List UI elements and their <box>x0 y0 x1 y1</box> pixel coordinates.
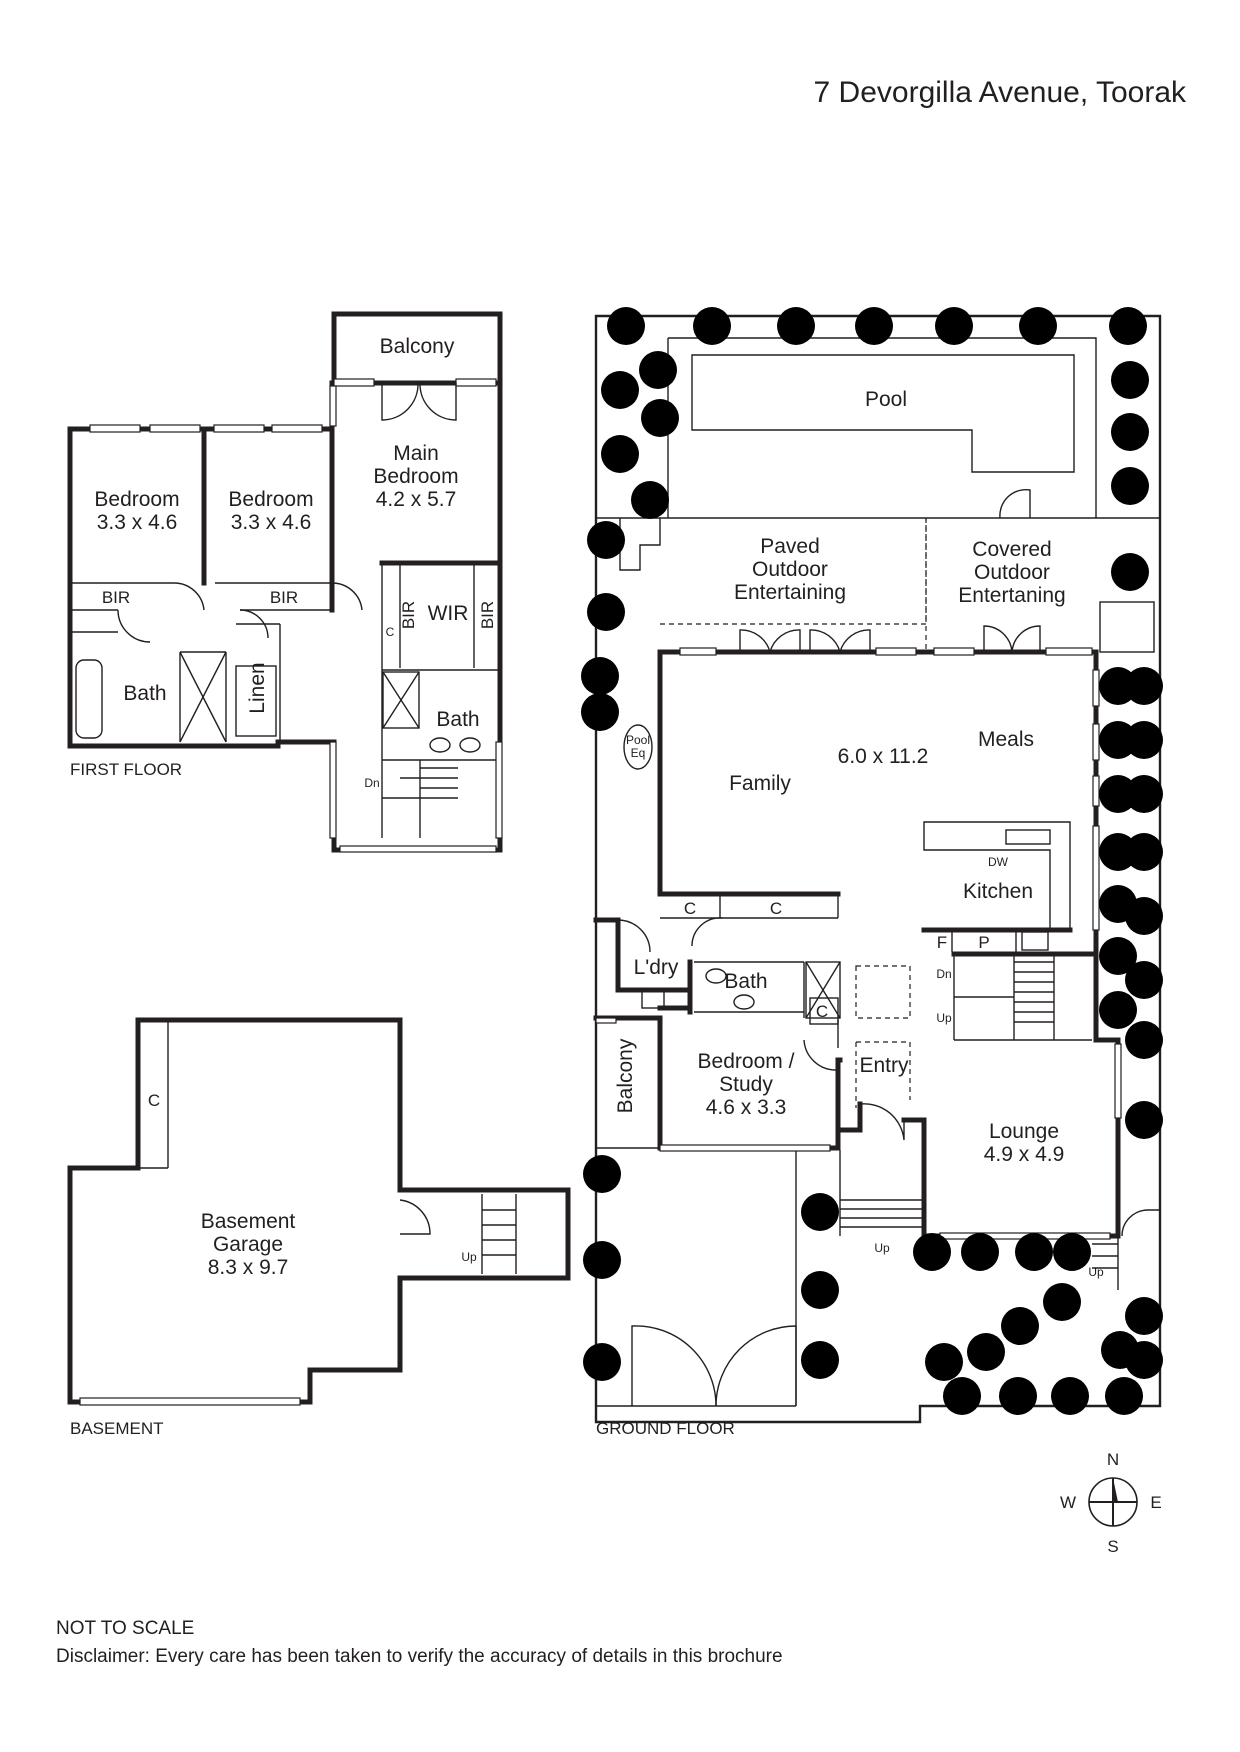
wir-bir-left-label: BIR <box>399 601 418 629</box>
property-address: 7 Devorgilla Avenue, Toorak <box>813 76 1186 109</box>
covered-outdoor-label: Covered <box>972 538 1051 561</box>
ground-stairs-dn-label: Dn <box>936 967 951 981</box>
paved-outdoor-label: Paved <box>760 535 820 558</box>
pool-eq-label: Pool <box>626 733 650 747</box>
cupboard-2-label: C <box>770 899 782 918</box>
cupboard-1-label: C <box>684 899 696 918</box>
not-to-scale-note: NOT TO SCALE <box>56 1618 195 1639</box>
covered-outdoor-label-3: Entertaning <box>958 584 1065 607</box>
bedroom-2-label: Bedroom <box>228 488 313 511</box>
ground-stairs-up-label: Up <box>936 1011 952 1025</box>
compass: N E S W <box>1060 1450 1162 1556</box>
ground-bath-label: Bath <box>724 970 767 993</box>
side-steps-up-label: Up <box>1088 1265 1104 1279</box>
pool-eq-label-2: Eq <box>631 746 646 760</box>
garage-label: Basement <box>201 1210 296 1233</box>
bedroom-study-label-2: Study <box>719 1073 773 1096</box>
living-dims: 6.0 x 11.2 <box>838 745 929 768</box>
bedroom-2-dims: 3.3 x 4.6 <box>231 511 312 534</box>
first-stairs-dn-label: Dn <box>364 776 379 790</box>
meals-label: Meals <box>978 728 1034 751</box>
bedroom-study-dims: 4.6 x 3.3 <box>706 1096 787 1119</box>
ground-balcony-label: Balcony <box>614 1038 637 1113</box>
fridge-label: F <box>937 933 947 952</box>
compass-west-label: W <box>1060 1493 1076 1512</box>
family-label: Family <box>729 772 791 795</box>
first-bath-1-label: Bath <box>123 682 166 705</box>
first-floor-title: FIRST FLOOR <box>70 760 182 779</box>
bedroom-1-label: Bedroom <box>94 488 179 511</box>
wir-label: WIR <box>428 602 469 625</box>
basement-c-label: C <box>148 1091 160 1110</box>
disclaimer-text: Disclaimer: Every care has been taken to… <box>56 1646 783 1667</box>
bedroom-1-dims: 3.3 x 4.6 <box>97 511 178 534</box>
first-bath-2-label: Bath <box>436 708 479 731</box>
pool-label: Pool <box>865 388 907 411</box>
wir-bir-right-label: BIR <box>478 601 497 629</box>
first-balcony-label: Balcony <box>380 335 455 358</box>
ground-floor-plan: Pool Pool Eq Paved Outdoor Entertaining … <box>593 314 1162 1438</box>
wir-c-label: C <box>386 625 395 639</box>
kitchen-label: Kitchen <box>963 880 1033 903</box>
lounge-dims: 4.9 x 4.9 <box>984 1143 1065 1166</box>
bir-2-label: BIR <box>270 588 298 607</box>
ground-c-label: C <box>816 1002 828 1021</box>
basement-title: BASEMENT <box>70 1419 164 1438</box>
main-bedroom-label-2: Bedroom <box>373 465 458 488</box>
main-bedroom-label: Main <box>393 442 439 465</box>
basement-plan: C Basement Garage 8.3 x 9.7 Up BASEMENT <box>67 1017 571 1438</box>
paved-outdoor-label-2: Outdoor <box>752 558 828 581</box>
compass-north-label: N <box>1107 1450 1119 1469</box>
lounge-label: Lounge <box>989 1120 1059 1143</box>
garage-dims: 8.3 x 9.7 <box>208 1256 289 1279</box>
basement-up-label: Up <box>461 1250 477 1264</box>
main-bedroom-dims: 4.2 x 5.7 <box>376 488 457 511</box>
laundry-label: L'dry <box>634 956 679 979</box>
covered-outdoor-label-2: Outdoor <box>974 561 1050 584</box>
entry-steps-up-label: Up <box>874 1241 890 1255</box>
garage-label-2: Garage <box>213 1233 283 1256</box>
dw-label: DW <box>988 855 1009 869</box>
paved-outdoor-label-3: Entertaining <box>734 581 846 604</box>
ground-floor-title: GROUND FLOOR <box>596 1419 735 1438</box>
bedroom-study-label: Bedroom / <box>698 1050 795 1073</box>
first-floor-plan: Balcony Main Bedroom 4.2 x 5.7 Bedroom 3… <box>67 311 503 853</box>
compass-east-label: E <box>1150 1493 1161 1512</box>
pantry-label: P <box>978 933 989 952</box>
compass-south-label: S <box>1107 1537 1118 1556</box>
entry-label: Entry <box>859 1054 909 1077</box>
bir-1-label: BIR <box>102 588 130 607</box>
linen-label: Linen <box>246 662 269 713</box>
